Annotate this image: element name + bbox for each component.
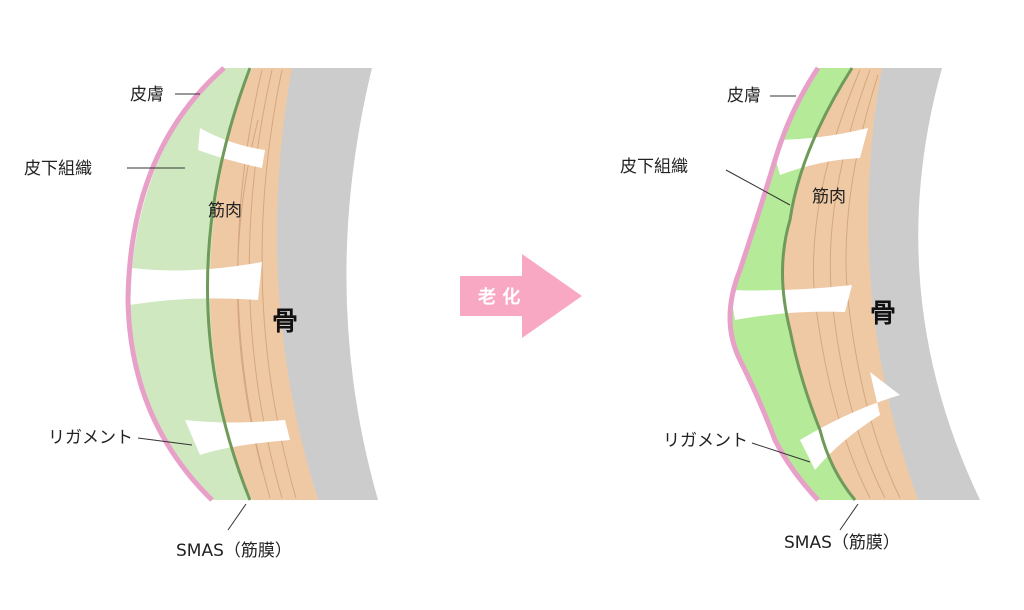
label-skin: 皮膚 bbox=[130, 85, 164, 105]
label-skin-after: 皮膚 bbox=[727, 86, 761, 106]
smas-line-after bbox=[781, 67, 857, 501]
bone-before bbox=[275, 68, 378, 500]
label-bone: 骨 bbox=[272, 307, 298, 337]
arrow-label: 老 化 bbox=[478, 286, 520, 308]
label-ligament-after: リガメント bbox=[663, 431, 748, 451]
label-smas: SMAS（筋膜） bbox=[176, 541, 292, 561]
ligaments-before bbox=[130, 128, 290, 455]
label-muscle: 筋肉 bbox=[208, 201, 242, 221]
skin-line-before bbox=[125, 66, 226, 502]
label-muscle-after: 筋肉 bbox=[812, 187, 846, 207]
label-subcutaneous-after: 皮下組織 bbox=[620, 157, 688, 177]
smas-line-before bbox=[206, 67, 252, 501]
skin-line-after bbox=[727, 66, 821, 502]
label-subcutaneous: 皮下組織 bbox=[24, 159, 92, 179]
label-bone-after: 骨 bbox=[870, 299, 896, 329]
aging-arrow: 老 化 bbox=[460, 254, 582, 338]
arrow-shape bbox=[460, 254, 582, 338]
before-diagram: 皮膚 皮下組織 筋肉 骨 リガメント SMAS（筋膜） bbox=[24, 66, 378, 561]
label-smas-after: SMAS（筋膜） bbox=[784, 533, 900, 553]
label-ligament: リガメント bbox=[48, 428, 133, 448]
fat-after bbox=[730, 68, 855, 500]
after-diagram: 皮膚 皮下組織 筋肉 骨 リガメント SMAS（筋膜） bbox=[620, 66, 980, 553]
